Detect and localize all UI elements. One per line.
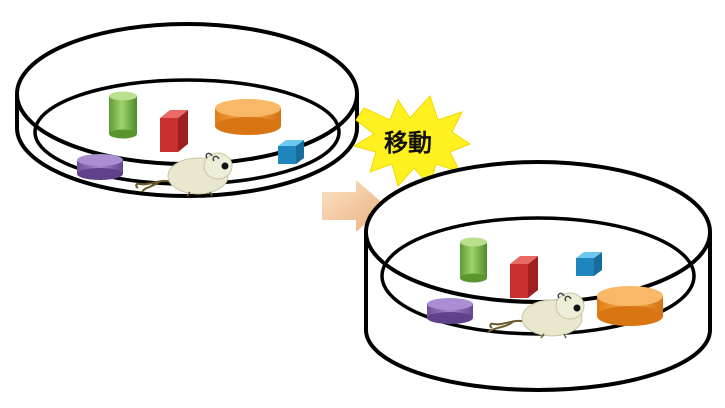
red-box-object <box>160 110 188 152</box>
green-cylinder-object <box>109 91 137 139</box>
green-cylinder-object <box>460 237 487 283</box>
arena-after <box>364 160 712 392</box>
purple-disc-object <box>77 154 123 180</box>
mouse-figure <box>487 292 585 339</box>
arena-before <box>15 22 359 198</box>
move-burst-badge: 移動 <box>352 95 472 188</box>
purple-disc-object <box>427 298 473 324</box>
orange-disc-object <box>215 99 281 135</box>
move-label: 移動 <box>384 129 432 157</box>
mouse-figure <box>135 152 233 197</box>
blue-cube-object <box>576 252 602 276</box>
blue-cube-object <box>278 140 304 164</box>
red-box-object <box>510 256 538 298</box>
orange-disc-object <box>597 286 663 326</box>
